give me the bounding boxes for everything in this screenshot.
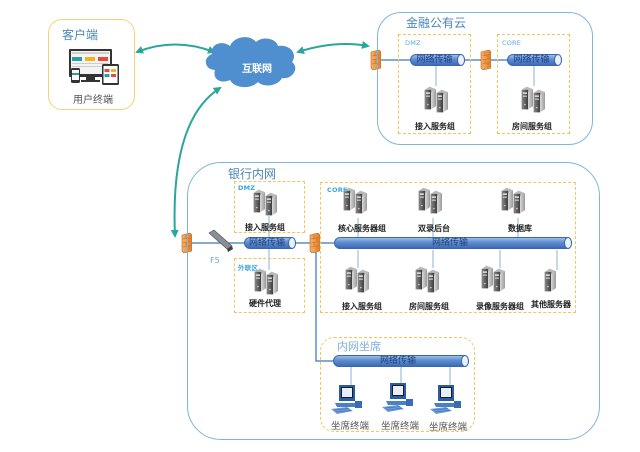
client-device-label: 用户终端 <box>73 95 113 106</box>
public-dmz-pipe: 网络传输 <box>410 54 465 66</box>
core-server-label: 其他服务器 <box>531 299 571 309</box>
seat-terminal-label: 坐席终端 <box>428 422 468 433</box>
load-balancer-icon <box>208 229 233 252</box>
client-zone <box>48 19 135 110</box>
bank-seats-pipe: 网络传输 <box>333 355 469 367</box>
bank-edge-pipe: 网络传输 <box>244 237 296 249</box>
public-core-pipe: 网络传输 <box>507 54 562 66</box>
core-server-label: 接入服务组 <box>342 301 382 311</box>
bank-dmz-zone <box>234 181 305 233</box>
bank-external-tag: 外联区 <box>238 264 259 272</box>
public-dmz-zone <box>398 34 471 134</box>
public-core-tag: CORE <box>502 39 522 47</box>
bank-seats-title: 内网坐席 <box>337 340 381 353</box>
public-dmz-server-label: 接入服务组 <box>415 121 455 131</box>
public-cloud-title: 金融公有云 <box>406 16 467 30</box>
core-server-label: 录像服务器组 <box>476 301 524 311</box>
core-server-label: 房间服务组 <box>409 301 449 311</box>
bank-external-zone <box>234 258 305 313</box>
bank-core-tag: CORE <box>327 186 348 194</box>
seat-terminal-label: 坐席终端 <box>380 421 420 432</box>
bank-seats-zone <box>320 337 475 432</box>
internet-label: 互联网 <box>242 64 272 75</box>
core-server-label: 核心服务器组 <box>338 223 386 233</box>
multi-device-icon <box>69 49 119 85</box>
bank-dmz-server-label: 接入服务组 <box>245 222 285 232</box>
cloud-icon <box>205 37 296 88</box>
public-dmz-tag: DMZ <box>405 39 421 47</box>
bank-intranet-title: 银行内网 <box>228 167 277 181</box>
bank-external-server-label: 硬件代理 <box>249 298 281 308</box>
bank-dmz-tag: DMZ <box>238 184 256 192</box>
core-server-label: 数据库 <box>508 223 532 233</box>
f5-label: F5 <box>210 256 220 265</box>
bank-core-pipe: 网络传输 <box>334 237 572 249</box>
seat-terminal-label: 坐席终端 <box>330 421 370 432</box>
public-cloud-zone <box>377 12 593 145</box>
public-core-server-label: 房间服务组 <box>512 121 552 131</box>
internet-bank-arrow <box>170 86 222 238</box>
cloud-publiccloud-arrow <box>296 40 370 54</box>
bank-intranet-zone <box>187 162 600 440</box>
bank-core-zone <box>320 182 576 313</box>
client-internet-arrow <box>135 43 216 54</box>
client-title: 客户端 <box>62 28 99 42</box>
public-core-zone <box>497 34 570 134</box>
core-server-label: 双录后台 <box>418 223 450 233</box>
